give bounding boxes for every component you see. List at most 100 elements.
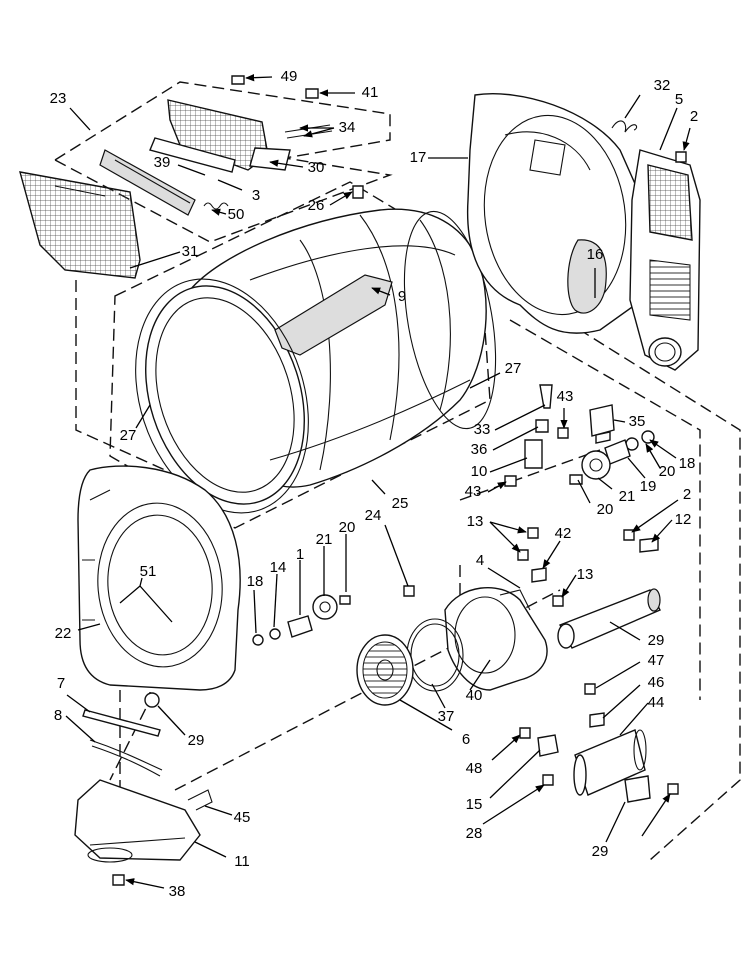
screw-11-part — [112, 874, 125, 886]
callout-22: 29 — [648, 632, 665, 649]
callout-41: 41 — [362, 84, 379, 101]
callout-numbers: 49 41 23 34 30 39 3 50 31 26 9 27 27 25 … — [50, 68, 699, 900]
callout-2-bracket: 2 — [683, 486, 691, 503]
screw-26-part — [352, 185, 364, 199]
strip-6-part — [82, 709, 161, 737]
callout-20-right-top: 20 — [659, 463, 676, 480]
screw-29b-part — [519, 727, 531, 739]
front-bulkhead-part — [77, 465, 241, 691]
callout-44: 40 — [466, 687, 483, 704]
callout-28: 45 — [234, 809, 251, 826]
callout-20-left: 20 — [339, 519, 356, 536]
clip-42-part — [531, 567, 547, 583]
screw-24-part — [403, 585, 415, 597]
callout-8: 29 — [188, 732, 205, 749]
rear-bulkhead-part — [466, 93, 648, 334]
callout-31: 31 — [182, 243, 199, 260]
callout-18-left: 18 — [247, 573, 264, 590]
callout-24: 24 — [365, 507, 382, 524]
callout-39: 39 — [154, 154, 171, 171]
callout-6: 7 — [57, 675, 65, 692]
callout-40: 37 — [438, 708, 455, 725]
callout-50: 50 — [228, 206, 245, 223]
callout-12: 12 — [675, 511, 692, 528]
callout-37: 6 — [462, 731, 470, 748]
callout-48: 15 — [466, 796, 483, 813]
callout-20-left-lower: 14 — [270, 559, 287, 576]
callout-25: 25 — [392, 495, 409, 512]
callout-38: 29 — [592, 843, 609, 860]
callout-1: 1 — [296, 546, 304, 563]
callout-9: 9 — [398, 288, 406, 305]
bracket-48-part — [537, 734, 559, 757]
callout-42: 42 — [555, 525, 572, 542]
thermostat-38-part — [624, 775, 651, 803]
filter-bracket-part — [99, 137, 236, 216]
screw-29a-part — [584, 683, 596, 695]
clip-28-part — [187, 789, 213, 811]
callout-13-top: 13 — [467, 513, 484, 530]
callout-3: 3 — [252, 187, 260, 204]
callout-27-left: 27 — [120, 427, 137, 444]
sensor-33-part — [539, 384, 553, 409]
callout-leader-lines — [65, 74, 691, 889]
screw-49-part — [231, 75, 245, 85]
nut-8-part — [144, 692, 160, 708]
blower-housing-part — [444, 586, 548, 691]
drum-seal-rings-part — [135, 210, 497, 514]
callout-2-top: 2 — [690, 108, 698, 125]
drum-part — [145, 208, 487, 505]
callout-36: 36 — [471, 441, 488, 458]
callout-7: 8 — [54, 707, 62, 724]
wire-harness-32-part — [611, 120, 638, 133]
callout-27-right: 27 — [505, 360, 522, 377]
drum-baffle-part — [274, 274, 393, 356]
thermal-cutoff-part — [589, 404, 615, 444]
callout-4: 4 — [476, 552, 484, 569]
callout-43-top: 43 — [557, 388, 574, 405]
callout-17: 17 — [410, 149, 427, 166]
callout-35: 35 — [629, 413, 646, 430]
screw-43-part — [504, 427, 569, 487]
callout-10: 10 — [471, 463, 488, 480]
lint-screen-housing-part — [167, 99, 291, 171]
callout-43-bottom: 43 — [465, 483, 482, 500]
callout-11: 38 — [169, 883, 186, 900]
blower-wheel-part — [356, 634, 414, 706]
screw-41-part — [305, 88, 319, 99]
callout-13-right: 13 — [577, 566, 594, 583]
callout-33: 33 — [474, 421, 491, 438]
spring-part — [203, 202, 229, 210]
lint-duct-part — [74, 779, 201, 863]
callout-21-left: 21 — [316, 531, 333, 548]
strip-7-part — [89, 739, 163, 777]
rear-bearing-parts — [569, 430, 655, 485]
lint-screen-part — [19, 171, 141, 279]
bracket-10-part — [524, 439, 543, 469]
callout-26: 26 — [308, 197, 325, 214]
vent-duct-cover-part — [629, 149, 701, 371]
callout-46: 44 — [648, 694, 665, 711]
front-bearing-parts — [252, 594, 351, 646]
screws-13-part — [517, 527, 564, 607]
callout-23: 23 — [50, 90, 67, 107]
callout-30: 30 — [308, 159, 325, 176]
callout-34: 34 — [339, 119, 356, 136]
callout-21-right: 21 — [619, 488, 636, 505]
callout-14: 22 — [55, 625, 72, 642]
callout-19: 19 — [640, 478, 657, 495]
callout-51: 51 — [140, 563, 157, 580]
heater-46-part — [573, 729, 647, 796]
callout-18-right: 18 — [679, 455, 696, 472]
screw-2-top-part — [675, 151, 687, 163]
callout-47: 46 — [648, 674, 665, 691]
clip-47-part — [589, 712, 605, 728]
callout-32: 32 — [654, 77, 671, 94]
bracket-36-part — [535, 419, 549, 433]
callout-20-right-bottom: 20 — [597, 501, 614, 518]
seal-strips-part — [284, 124, 333, 139]
callout-45: 11 — [234, 853, 250, 870]
screw-15-part — [542, 774, 554, 786]
screw-29c-part — [667, 783, 679, 795]
